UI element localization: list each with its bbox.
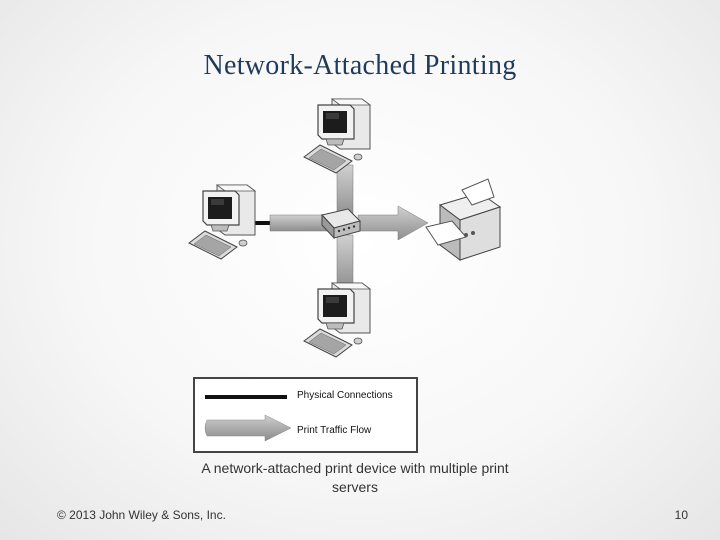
desktop-computer-icon <box>303 282 371 358</box>
desktop-computer-icon <box>303 98 371 174</box>
network-hub-icon <box>321 208 361 240</box>
slide-title: Network-Attached Printing <box>203 50 517 81</box>
printer-icon <box>425 178 502 261</box>
copyright-text: © 2013 John Wiley & Sons, Inc. <box>57 508 226 522</box>
legend-physical-label: Physical Connections <box>297 390 393 401</box>
page-number: 10 <box>674 508 688 522</box>
desktop-computer-icon <box>188 184 256 260</box>
traffic-arrow-bottom <box>336 234 354 291</box>
legend-traffic-label: Print Traffic Flow <box>297 425 372 436</box>
traffic-flow-swatch <box>204 414 292 442</box>
figure-caption: A network-attached print device with mul… <box>201 460 509 495</box>
diagram-legend: Physical Connections Print Traffic Flow <box>193 377 418 453</box>
network-diagram <box>188 98 502 358</box>
physical-connection-swatch <box>205 395 287 399</box>
traffic-arrow-to-printer <box>357 205 429 241</box>
